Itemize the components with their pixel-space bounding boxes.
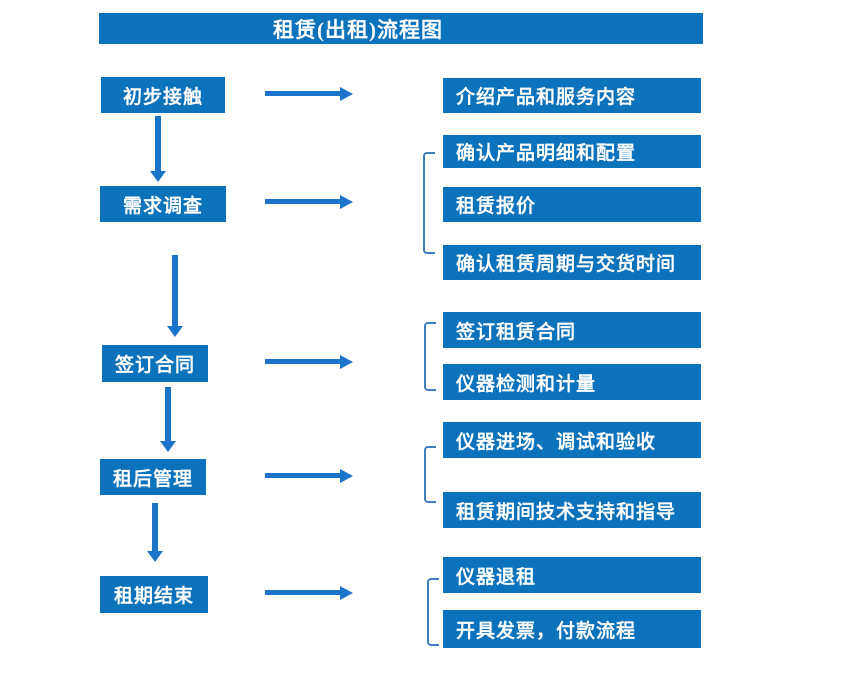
- step-box-demand-survey: 需求调查: [100, 186, 226, 222]
- right-arrow-icon: [265, 195, 353, 209]
- output-box: 开具发票，付款流程: [443, 610, 701, 648]
- group-bracket: [424, 446, 436, 503]
- output-box: 租赁报价: [443, 187, 701, 222]
- output-box: 确认产品明细和配置: [443, 135, 701, 168]
- output-box: 仪器进场、调试和验收: [443, 422, 701, 458]
- step-box-rental-end: 租期结束: [100, 576, 208, 613]
- right-arrow-icon: [265, 469, 353, 483]
- down-arrow-icon: [160, 387, 176, 452]
- step-box-post-rental-management: 租后管理: [100, 459, 206, 495]
- right-arrow-icon: [265, 586, 353, 600]
- title-bar: 租赁(出租)流程图: [99, 13, 703, 44]
- right-arrow-icon: [265, 355, 353, 369]
- output-box: 仪器退租: [443, 557, 701, 593]
- down-arrow-icon: [167, 255, 183, 337]
- right-arrow-icon: [265, 87, 353, 101]
- group-bracket: [424, 322, 436, 391]
- output-box: 签订租赁合同: [443, 312, 701, 348]
- group-bracket: [427, 578, 439, 646]
- page-title: 租赁(出租)流程图: [273, 17, 443, 42]
- output-box: 介绍产品和服务内容: [443, 78, 701, 113]
- output-box: 仪器检测和计量: [443, 364, 701, 400]
- down-arrow-icon: [147, 503, 163, 562]
- down-arrow-icon: [150, 116, 166, 182]
- step-box-initial-contact: 初步接触: [101, 77, 225, 113]
- group-bracket: [423, 152, 435, 254]
- output-box: 确认租赁周期与交货时间: [443, 245, 701, 280]
- output-box: 租赁期间技术支持和指导: [443, 492, 701, 528]
- step-box-sign-contract: 签订合同: [102, 345, 208, 382]
